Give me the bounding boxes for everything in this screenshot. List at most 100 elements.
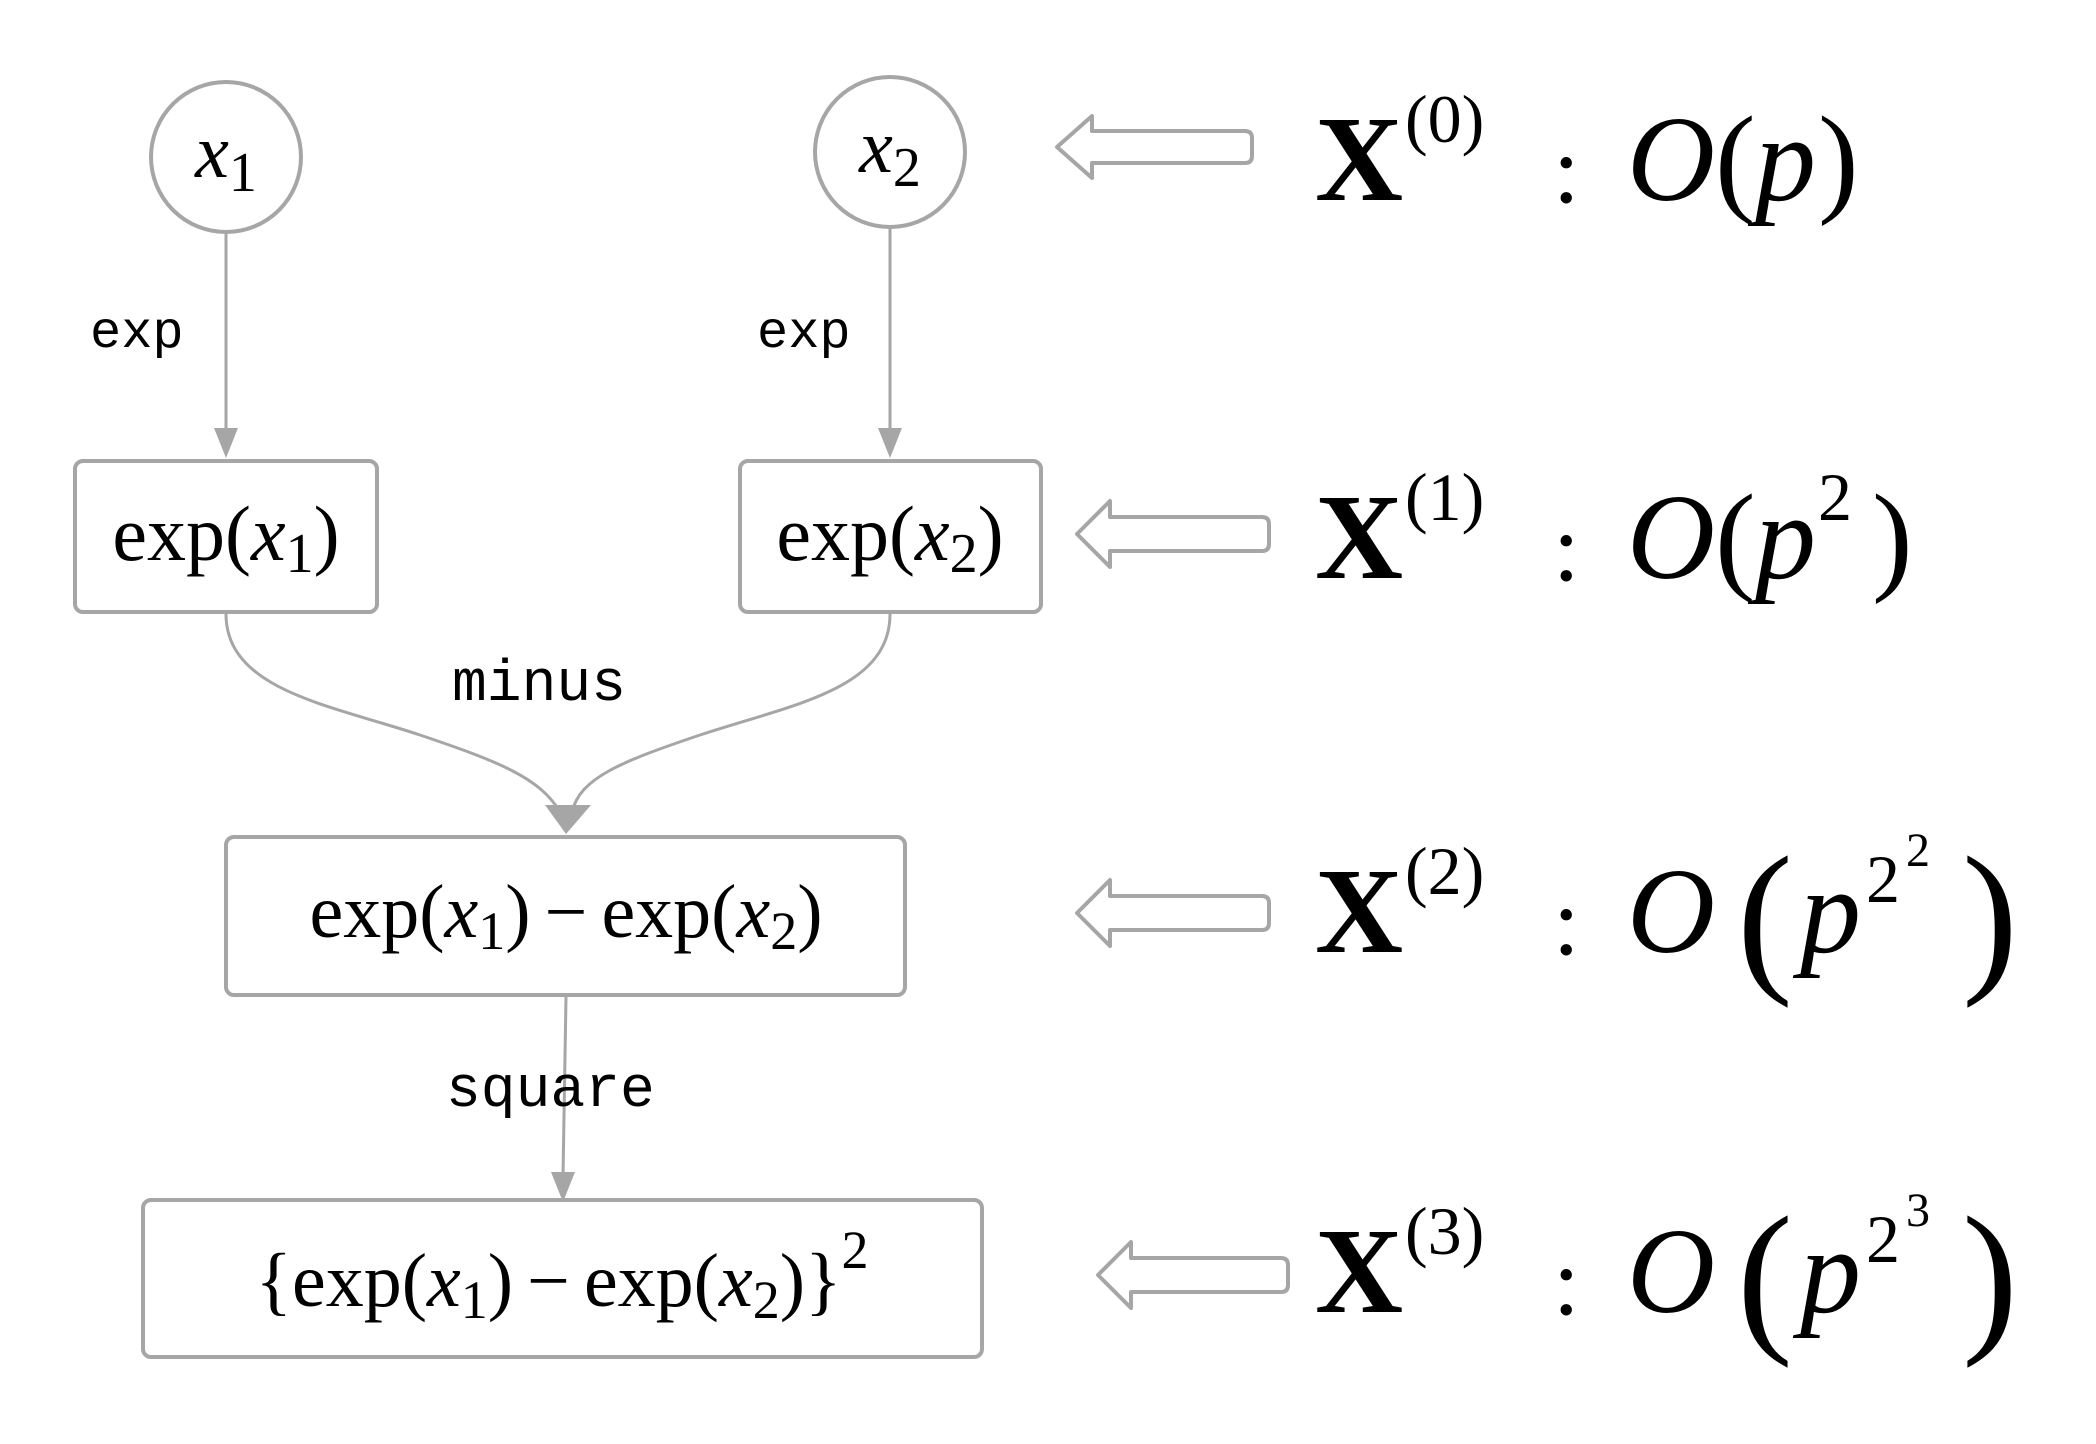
minus-operator: − <box>527 1239 570 1323</box>
fn-exp: exp <box>292 1239 402 1323</box>
paren-left: ( <box>1737 1183 1793 1369</box>
subscript: 2 <box>753 1270 780 1330</box>
var-x: x <box>858 105 893 189</box>
edge-label-minus: minus <box>452 653 626 718</box>
var-x: x <box>426 1239 461 1323</box>
paren-close: ) <box>314 490 340 577</box>
fn-exp: exp <box>584 1239 694 1323</box>
big-o: O <box>1627 92 1715 227</box>
paren-open: ( <box>225 490 251 577</box>
paren-close: ) <box>488 1239 513 1323</box>
fn-exp: exp <box>601 870 711 954</box>
paren-left: ( <box>1737 823 1793 1009</box>
var-x: x <box>250 490 286 577</box>
subscript: 2 <box>893 137 921 199</box>
level-superscript: (2) <box>1405 833 1484 909</box>
var-x: x <box>718 1239 753 1323</box>
edge-label-exp-right: exp <box>757 304 851 363</box>
svg-text:x1: x1 <box>194 110 257 204</box>
paren-right: ) <box>1962 823 2018 1009</box>
paren-right: ) <box>1872 470 1913 605</box>
p-exponent-exponent: 2 <box>1906 824 1930 877</box>
subscript: 1 <box>286 523 314 585</box>
edge-x1-to-exp <box>214 230 238 458</box>
var-x: x <box>914 490 950 577</box>
x-symbol: X <box>1315 92 1403 227</box>
edge-label-square: square <box>446 1059 655 1124</box>
edge-label-exp-left: exp <box>90 304 184 363</box>
node-square: {exp(x1)−exp(x2)}2 <box>141 1198 984 1359</box>
level-annotation-1: X (1) : O ( p 2 ) <box>1315 459 1913 605</box>
hollow-arrow-level-3 <box>1096 1240 1290 1310</box>
edge-exp2-to-minus <box>545 613 892 834</box>
paren-open: ( <box>711 870 736 954</box>
var-x: x <box>735 870 770 954</box>
brace-open: { <box>255 1239 291 1323</box>
node-exp-x2: exp(x2) <box>738 459 1043 614</box>
paren-close: ) <box>780 1239 805 1323</box>
hollow-arrow-level-0 <box>1055 114 1254 180</box>
colon: : <box>1553 1228 1580 1335</box>
paren-open: ( <box>402 1239 427 1323</box>
level-superscript: (0) <box>1405 81 1484 157</box>
node-x1: x1 <box>149 80 303 234</box>
subscript: 1 <box>461 1270 488 1330</box>
x-symbol: X <box>1315 1204 1403 1339</box>
p-exponent-exponent: 3 <box>1906 1184 1930 1237</box>
paren-open: ( <box>889 490 915 577</box>
svg-text:{exp(x1)−exp(x2)}2: {exp(x1)−exp(x2)}2 <box>255 1220 868 1330</box>
hollow-arrow-level-2 <box>1075 878 1271 948</box>
subscript: 2 <box>950 523 978 585</box>
paren-close: ) <box>505 870 530 954</box>
big-o: O <box>1627 844 1715 979</box>
level-annotation-3: X (3) : O ( p 2 3 ) <box>1315 1183 2018 1369</box>
colon: : <box>1553 868 1580 975</box>
svg-text:exp(x1)−exp(x2): exp(x1)−exp(x2) <box>309 870 822 961</box>
paren-close: ) <box>797 870 822 954</box>
node-minus: exp(x1)−exp(x2) <box>224 835 907 997</box>
svg-text:exp(x2): exp(x2) <box>776 490 1003 585</box>
colon: : <box>1553 494 1580 601</box>
x-symbol: X <box>1315 844 1403 979</box>
level-superscript: (1) <box>1405 459 1484 535</box>
edge-x2-to-exp <box>878 226 902 458</box>
p-exponent: 2 <box>1818 459 1852 535</box>
var-x: x <box>194 110 229 194</box>
level-annotation-0: X (0) : O ( p ) <box>1315 81 1859 227</box>
fn-exp: exp <box>776 490 889 577</box>
big-o: O <box>1627 1204 1715 1339</box>
p-exponent: 2 <box>1866 841 1900 917</box>
paren-right: ) <box>1818 92 1859 227</box>
subscript: 2 <box>770 901 797 961</box>
var-x: x <box>444 870 479 954</box>
brace-close: } <box>805 1239 841 1323</box>
paren-open: ( <box>694 1239 719 1323</box>
level-superscript: (3) <box>1405 1193 1484 1269</box>
p-base: p <box>1747 470 1816 605</box>
minus-operator: − <box>545 870 588 954</box>
power: 2 <box>842 1220 869 1280</box>
edge-minus-to-square <box>551 996 575 1202</box>
node-exp-x1: exp(x1) <box>73 459 379 614</box>
edge-exp1-to-minus <box>224 613 562 813</box>
paren-left: ( <box>1715 92 1756 227</box>
p-base: p <box>1747 92 1816 227</box>
x-symbol: X <box>1315 470 1403 605</box>
paren-open: ( <box>419 870 444 954</box>
svg-text:exp(x1): exp(x1) <box>112 490 339 585</box>
fn-exp: exp <box>112 490 225 577</box>
level-annotation-2: X (2) : O ( p 2 2 ) <box>1315 823 2018 1009</box>
big-o: O <box>1627 470 1715 605</box>
paren-right: ) <box>1962 1183 2018 1369</box>
colon: : <box>1553 116 1580 223</box>
fn-exp: exp <box>309 870 419 954</box>
p-base: p <box>1792 1204 1861 1339</box>
hollow-arrow-level-1 <box>1075 499 1271 569</box>
subscript: 1 <box>478 901 505 961</box>
paren-left: ( <box>1715 470 1756 605</box>
subscript: 1 <box>229 142 257 204</box>
node-x2: x2 <box>813 75 967 229</box>
paren-close: ) <box>978 490 1004 577</box>
p-base: p <box>1792 844 1861 979</box>
